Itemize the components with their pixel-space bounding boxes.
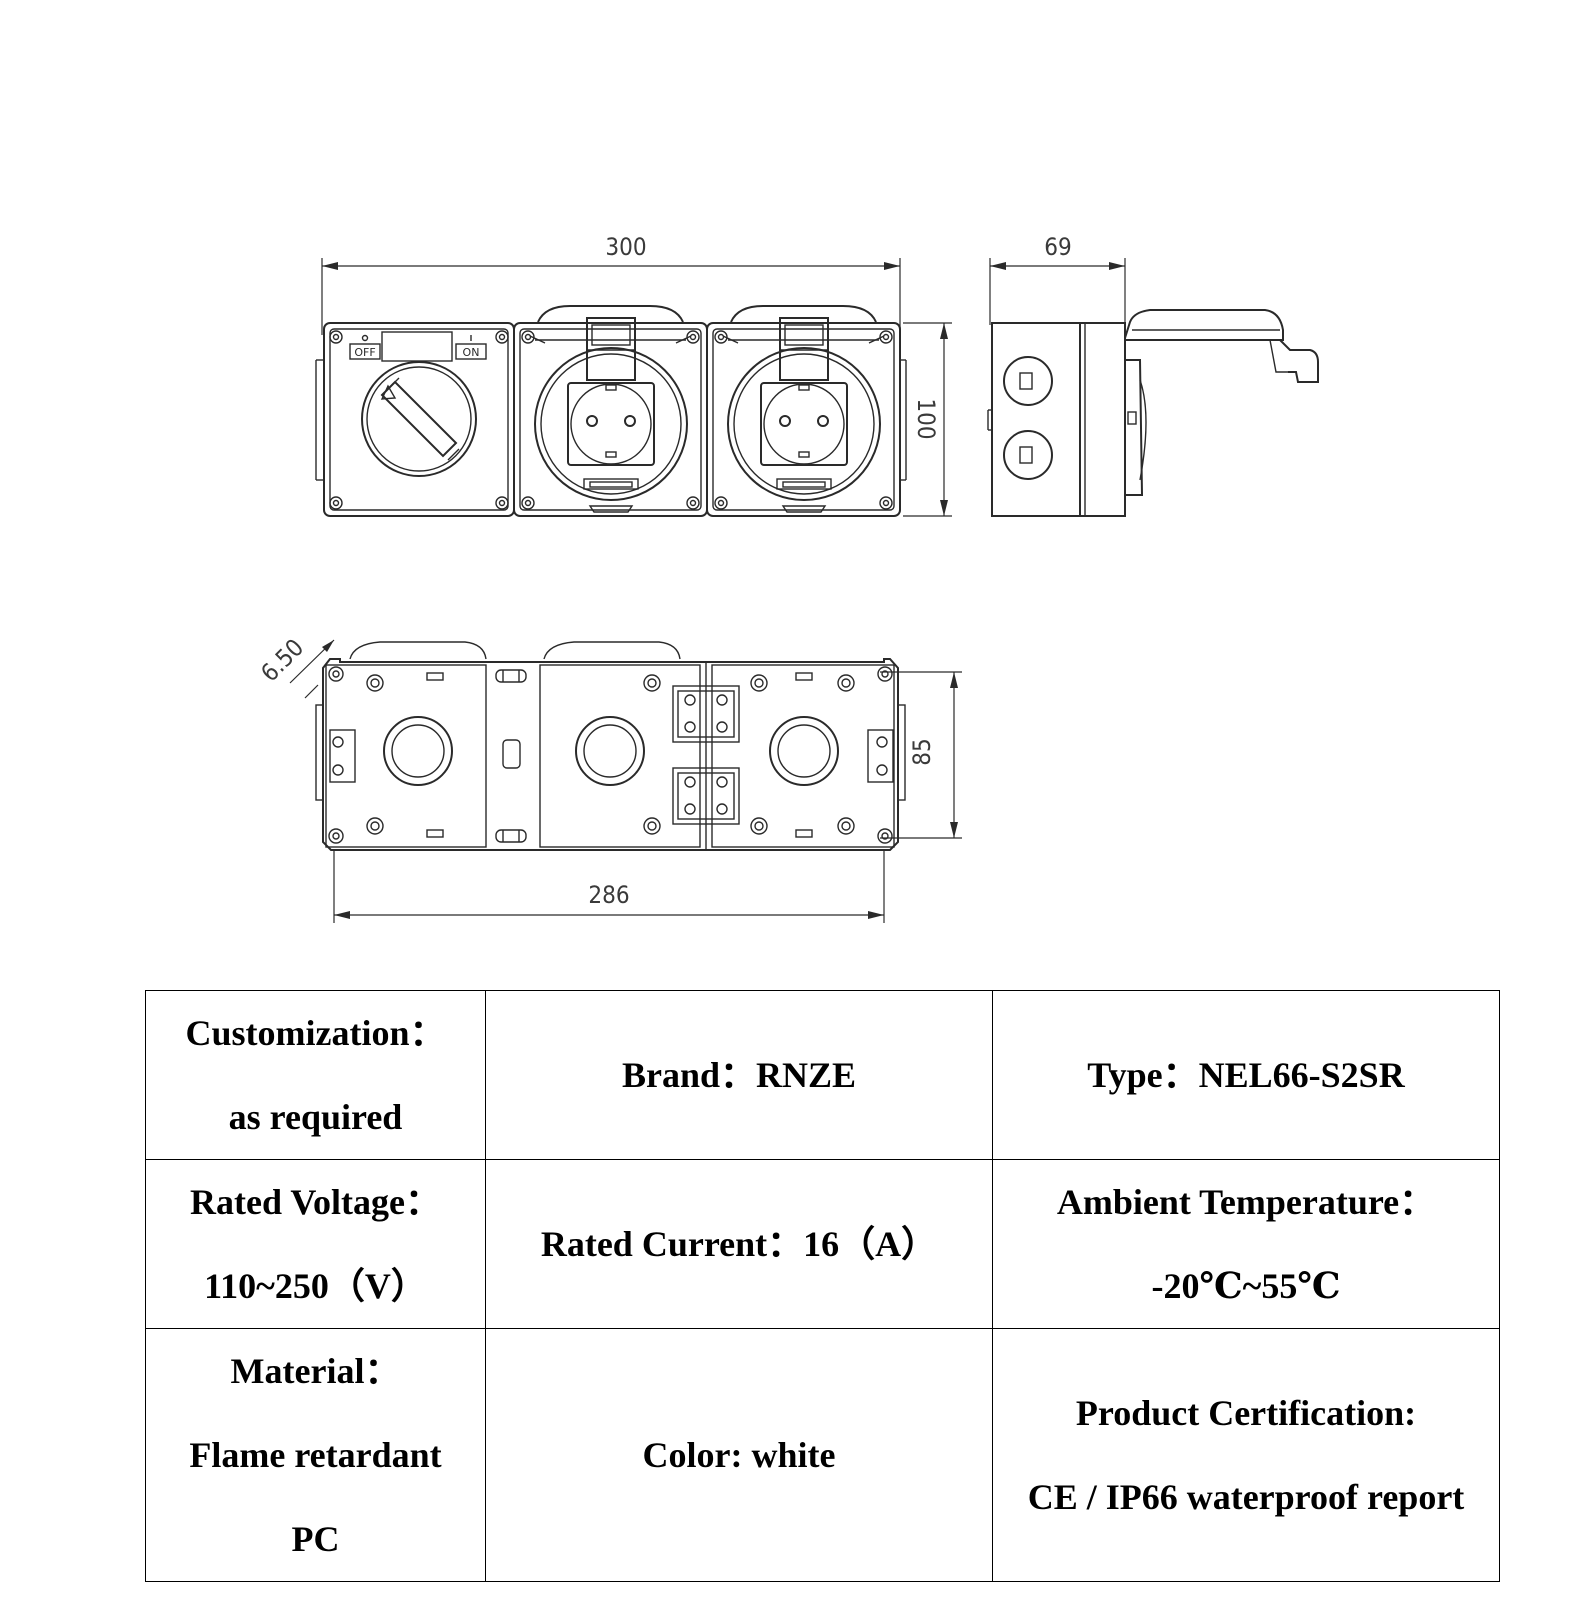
dimension-85: 85 bbox=[880, 671, 962, 839]
technical-drawing: 300 100 OFF ON bbox=[255, 233, 1319, 923]
socket-module-1 bbox=[513, 305, 708, 517]
temperature-value: -20℃~55℃ bbox=[1151, 1266, 1341, 1306]
spec-row-3: Material： Flame retardant PC Color: whit… bbox=[145, 1328, 1500, 1582]
dimension-100: 100 bbox=[903, 322, 952, 517]
customization-label: Customization： bbox=[185, 1013, 446, 1053]
rotary-switch-knob-icon bbox=[361, 361, 477, 477]
dimension-300-label: 300 bbox=[605, 233, 646, 261]
color-cell: Color: white bbox=[485, 1328, 993, 1582]
material-value-line-2: PC bbox=[291, 1519, 340, 1559]
material-value-line-1: Flame retardant bbox=[189, 1435, 442, 1475]
dimension-100-label: 100 bbox=[912, 398, 940, 439]
material-cell: Material： Flame retardant PC bbox=[145, 1328, 486, 1582]
current-text: Rated Current：16（A） bbox=[540, 1224, 938, 1264]
back-view: 6.50 85 286 bbox=[255, 633, 962, 923]
brand-cell: Brand：RNZE bbox=[485, 990, 993, 1160]
temperature-label: Ambient Temperature： bbox=[1056, 1182, 1436, 1222]
front-view: 300 100 OFF ON bbox=[315, 233, 952, 517]
material-label: Material： bbox=[230, 1351, 401, 1391]
temperature-cell: Ambient Temperature： -20℃~55℃ bbox=[992, 1159, 1500, 1329]
spec-row-2: Rated Voltage： 110~250（V） Rated Current：… bbox=[145, 1159, 1500, 1329]
type-text: Type：NEL66-S2SR bbox=[1087, 1055, 1405, 1095]
certification-cell: Product Certification: CE / IP66 waterpr… bbox=[992, 1328, 1500, 1582]
color-text: Color: white bbox=[642, 1435, 836, 1475]
certification-label: Product Certification: bbox=[1075, 1393, 1417, 1433]
current-cell: Rated Current：16（A） bbox=[485, 1159, 993, 1329]
voltage-cell: Rated Voltage： 110~250（V） bbox=[145, 1159, 486, 1329]
type-cell: Type：NEL66-S2SR bbox=[992, 990, 1500, 1160]
dimension-85-label: 85 bbox=[908, 738, 936, 765]
dimension-6-50-label: 6.50 bbox=[255, 633, 309, 687]
brand-text: Brand：RNZE bbox=[621, 1055, 857, 1095]
customization-value: as required bbox=[228, 1097, 403, 1137]
customization-cell: Customization： as required bbox=[145, 990, 486, 1160]
spec-row-1: Customization： as required Brand：RNZE Ty… bbox=[145, 990, 1500, 1160]
voltage-value: 110~250（V） bbox=[204, 1266, 427, 1306]
spec-table: Customization： as required Brand：RNZE Ty… bbox=[145, 990, 1500, 1582]
certification-value: CE / IP66 waterproof report bbox=[1027, 1477, 1465, 1517]
off-label: OFF bbox=[354, 346, 375, 359]
dimension-286-label: 286 bbox=[588, 881, 629, 909]
voltage-label: Rated Voltage： bbox=[190, 1182, 441, 1222]
side-view: 69 bbox=[987, 233, 1319, 517]
dimension-300: 300 bbox=[321, 233, 901, 335]
dimension-69-label: 69 bbox=[1044, 233, 1071, 261]
dimension-69: 69 bbox=[989, 233, 1126, 325]
dimension-286: 286 bbox=[333, 850, 885, 923]
socket-module-2 bbox=[706, 305, 907, 517]
on-label: ON bbox=[463, 346, 480, 359]
switch-module: OFF ON bbox=[315, 322, 515, 517]
